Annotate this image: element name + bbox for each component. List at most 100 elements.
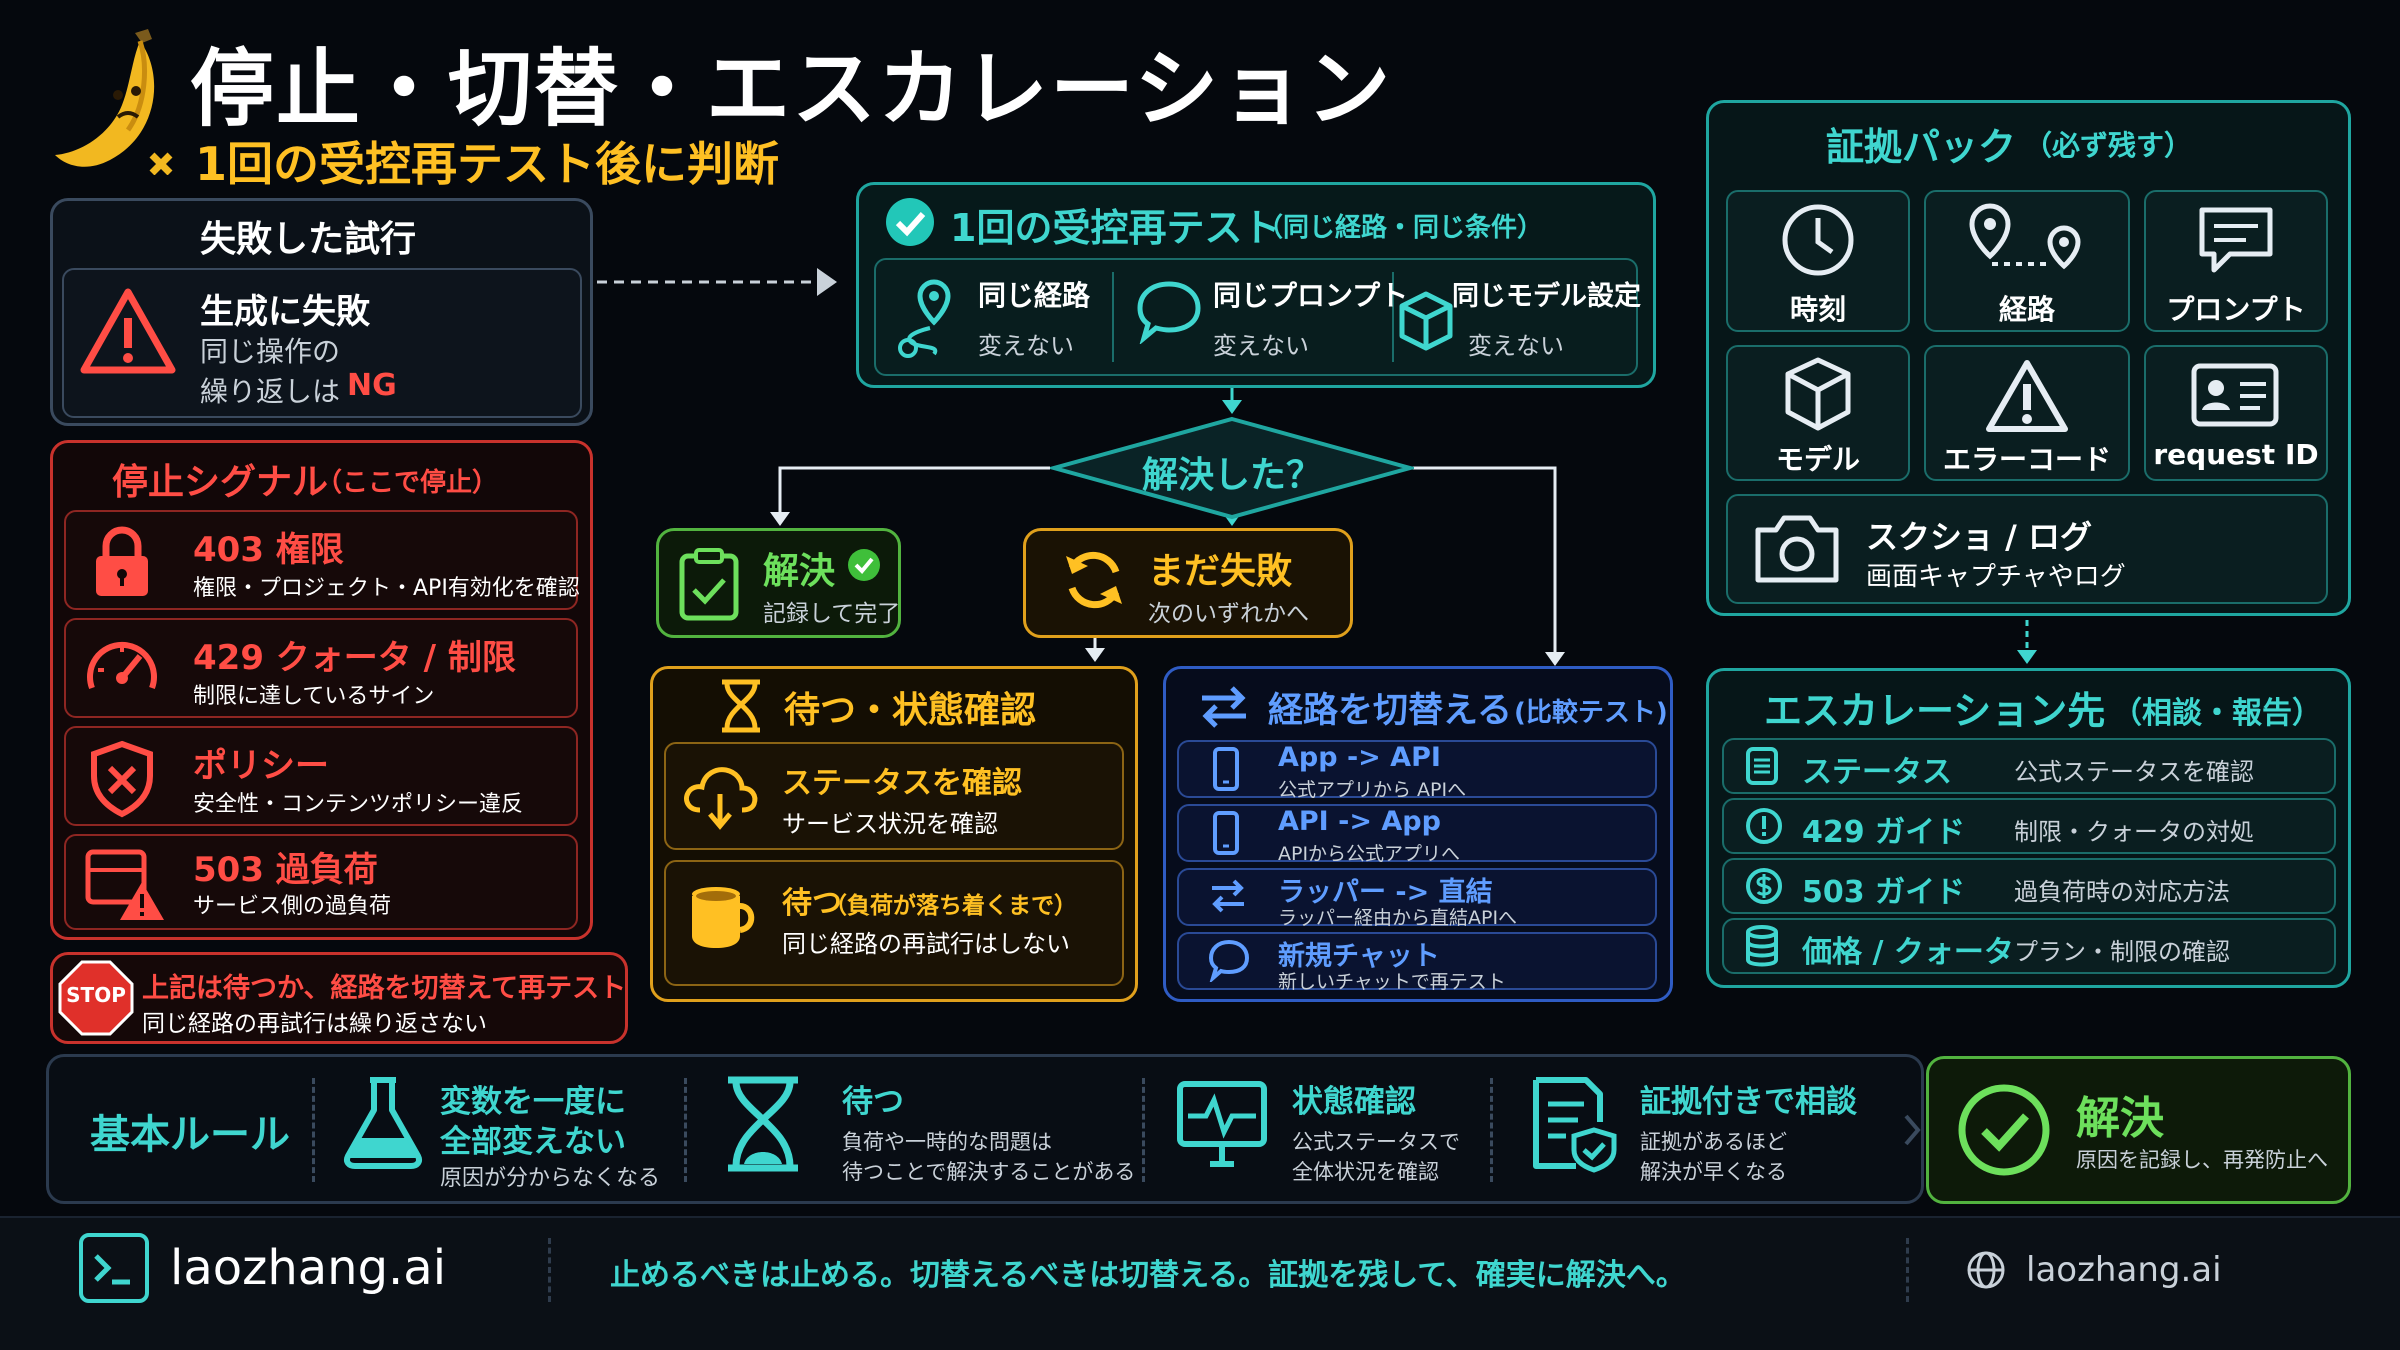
page-subtitle: 1回の受控再テスト後に判断 (195, 137, 780, 191)
stop-sign-icon (58, 960, 134, 1036)
id-card-icon (2190, 362, 2280, 428)
message-lines-icon (2196, 204, 2276, 278)
check-circle-icon (884, 196, 936, 248)
switch-item-wrapper-direct-sub: ラッパー経由から直結APIへ (1278, 907, 1518, 929)
switch-item-app-api (1177, 740, 1657, 798)
rule-2-line1: 待つ (842, 1084, 904, 1120)
final-resolved-label: 解決 (2076, 1093, 2164, 1144)
stop-banner-line1: 上記は待つか、経路を切替えて再テスト (142, 973, 627, 1004)
check-badge-icon (847, 548, 881, 582)
stop-signal-policy-code: ポリシー (193, 746, 329, 786)
stop-banner-line2: 同じ経路の再試行は繰り返さない (142, 1011, 487, 1037)
server-icon (1744, 746, 1780, 786)
wait-item-status-label: ステータスを確認 (782, 766, 1022, 801)
escalation-item-pricing (1722, 918, 2336, 974)
cube-icon (1398, 290, 1454, 352)
switch-item-api-app-label: API -> App (1278, 806, 1441, 837)
evidence-pack-title: 証拠パック (1826, 125, 2017, 169)
retest-item-prompt-label: 同じプロンプト (1213, 279, 1409, 312)
coffee-cup-icon (684, 878, 760, 954)
evidence-pack-note: （必ず残す） (2024, 129, 2193, 162)
resolved-sub: 記録して完了 (763, 601, 901, 627)
hourglass-icon (718, 678, 764, 734)
retest-conditions (874, 258, 1638, 376)
still-failing-sub: 次のいずれかへ (1148, 601, 1309, 627)
evidence-item-route (1924, 190, 2130, 332)
escalation-item-429-label: 429 ガイド (1802, 815, 1966, 850)
failed-line1: 同じ操作の (200, 335, 341, 368)
rule-4-sub2: 解決が早くなる (1640, 1160, 1787, 1184)
escalation-item-pricing-label: 価格 / クォータ (1802, 935, 2014, 970)
alert-circle-icon (1744, 806, 1784, 846)
wait-item-status (664, 742, 1124, 850)
switch-item-wrapper-direct-label: ラッパー -> 直結 (1278, 877, 1493, 908)
footer-site: laozhang.ai (2026, 1250, 2222, 1290)
shield-x-icon (82, 738, 162, 818)
database-icon (1744, 924, 1780, 968)
switch-item-api-app (1177, 804, 1657, 862)
dollar-circle-icon (1744, 866, 1784, 906)
stop-signal-429-desc: 制限に達しているサイン (193, 684, 435, 709)
decision-label: 解決した？ (1141, 455, 1322, 496)
switch-route-title: 経路を切替える (1268, 691, 1512, 731)
page-title: 停止・切替・エスカレーション (190, 40, 1393, 138)
refresh-icon (1058, 544, 1130, 616)
failed-attempt-card (62, 268, 582, 418)
cloud-download-icon (680, 760, 760, 832)
switch-item-new-chat (1177, 932, 1657, 990)
lock-icon (82, 522, 162, 602)
route-pin-icon (894, 276, 960, 360)
wait-item-wait (664, 860, 1124, 986)
switch-route-note: (比較テスト) (1514, 698, 1668, 728)
evidence-item-time-label: 時刻 (1789, 293, 1846, 326)
banana-mascot-icon (40, 25, 180, 175)
wait-item-wait-sub: 同じ経路の再試行はしない (782, 930, 1070, 958)
stop-signals-note: （ここで停止） (316, 468, 499, 498)
rule-3-sub2: 全体状況を確認 (1292, 1160, 1439, 1184)
retest-item-prompt-sub: 変えない (1213, 332, 1309, 360)
evidence-item-screenshot (1726, 494, 2328, 604)
wait-title: 待つ・状態確認 (784, 690, 1037, 731)
evidence-item-prompt (2144, 190, 2328, 332)
chevron-right-icon (1900, 1110, 1924, 1150)
rule-3-sub: 公式ステータスで (1292, 1130, 1460, 1154)
escalation-item-status-label: ステータス (1802, 755, 1952, 790)
rule-1-line2: 全部変えない (440, 1124, 626, 1160)
escalation-item-503-label: 503 ガイド (1802, 875, 1966, 910)
rule-3-line1: 状態確認 (1292, 1084, 1416, 1120)
stop-banner (50, 952, 628, 1044)
stop-signal-503-desc: サービス側の過負荷 (193, 894, 392, 919)
escalation-note: （相談・報告） (2112, 696, 2322, 731)
escalation-item-429 (1722, 798, 2336, 854)
check-circle-icon (1956, 1082, 2052, 1178)
resolved-label: 解決 (763, 551, 836, 592)
rule-4-line1: 証拠付きで相談 (1640, 1084, 1857, 1120)
rule-2-sub: 負荷や一時的な問題は (842, 1130, 1052, 1154)
failed-line2: 繰り返しは (200, 375, 341, 408)
speech-bubble-icon (1136, 278, 1202, 344)
escalation-item-429-desc: 制限・クォータの対処 (2014, 818, 2254, 846)
stop-signal-403-code: 403 権限 (193, 530, 344, 570)
resolved-node (656, 528, 901, 638)
switch-item-new-chat-sub: 新しいチャットで再テスト (1278, 971, 1506, 993)
stop-signal-403-desc: 権限・プロジェクト・API有効化を確認 (193, 576, 580, 601)
final-resolved-panel (1926, 1056, 2351, 1204)
warning-icon (1984, 358, 2070, 434)
footer-tagline: 止めるべきは止める。切替えるべきは切替える。証拠を残して、確実に解決へ。 (610, 1258, 1686, 1293)
divider (548, 1238, 551, 1302)
basic-rules-title: 基本ルール (90, 1112, 290, 1158)
stop-sign-label: STOP (66, 983, 126, 1007)
divider (1392, 272, 1394, 362)
divider (1490, 1078, 1493, 1182)
evidence-screenshot-sub: 画面キャプチャやログ (1866, 562, 2126, 592)
escalation-item-status-desc: 公式ステータスを確認 (2014, 758, 2254, 786)
retest-item-route-label: 同じ経路 (978, 279, 1091, 312)
evidence-item-model-label: モデル (1775, 443, 1860, 476)
escalation-title: エスカレーション先 (1764, 689, 2106, 733)
footer-brand: laozhang.ai (170, 1240, 447, 1296)
evidence-item-time (1726, 190, 1910, 332)
rule-1-sub: 原因が分からなくなる (440, 1166, 661, 1191)
switch-item-wrapper-direct (1177, 868, 1657, 926)
stop-signal-429 (64, 618, 578, 718)
switch-item-app-api-sub: 公式アプリから APIへ (1278, 779, 1467, 801)
